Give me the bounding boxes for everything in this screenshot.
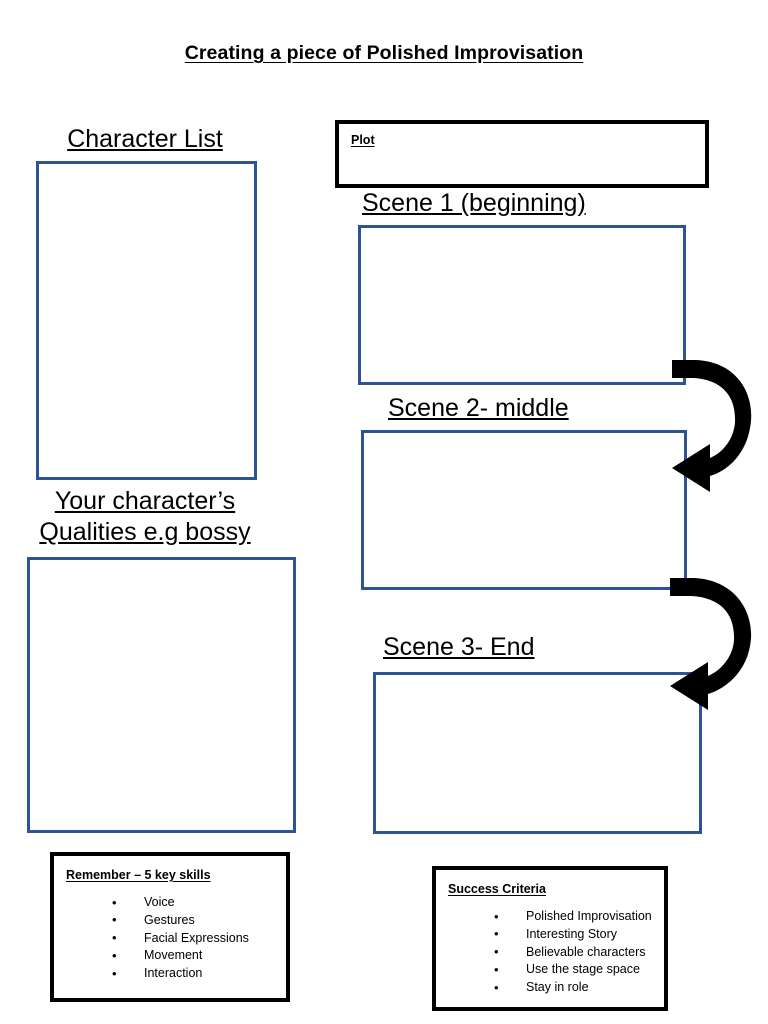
list-item: Facial Expressions	[112, 929, 286, 948]
list-item: Polished Improvisation	[494, 908, 664, 926]
scene-1-heading: Scene 1 (beginning)	[362, 189, 586, 217]
list-item: Voice	[112, 894, 286, 912]
remember-skills-list: Voice Gestures Facial Expressions Moveme…	[66, 894, 286, 983]
list-item: Movement	[112, 947, 286, 965]
success-criteria-title: Success Criteria	[448, 882, 546, 896]
list-item: Believable characters	[494, 943, 664, 962]
success-criteria-box: Success Criteria Polished Improvisation …	[432, 866, 668, 1011]
character-qualities-heading-line1: Your character’s	[54, 487, 236, 515]
scene-2-heading: Scene 2- middle	[388, 394, 569, 422]
plot-input-box[interactable]: Plot	[335, 120, 709, 188]
character-qualities-input-box[interactable]	[27, 557, 296, 833]
scene-3-input-box[interactable]	[373, 672, 702, 834]
list-item: Stay in role	[494, 979, 664, 997]
remember-box-content: Remember – 5 key skills Voice Gestures F…	[54, 856, 286, 983]
scene-3-heading: Scene 3- End	[383, 633, 535, 661]
page-title: Creating a piece of Polished Improvisati…	[184, 42, 584, 64]
plot-box-title: Plot	[351, 133, 375, 147]
remember-key-skills-box: Remember – 5 key skills Voice Gestures F…	[50, 852, 290, 1002]
character-list-input-box[interactable]	[36, 161, 257, 480]
scene-2-input-box[interactable]	[361, 430, 687, 590]
scene-1-input-box[interactable]	[358, 225, 686, 385]
character-qualities-heading: Your character’s Qualities e.g bossy	[0, 486, 290, 547]
list-item: Gestures	[112, 911, 286, 930]
character-list-heading: Character List	[67, 125, 223, 153]
success-criteria-list: Polished Improvisation Interesting Story…	[448, 908, 664, 997]
list-item: Interesting Story	[494, 925, 664, 944]
character-qualities-heading-line2: Qualities e.g bossy	[39, 517, 251, 546]
remember-box-title: Remember – 5 key skills	[66, 868, 211, 882]
list-item: Use the stage space	[494, 961, 664, 979]
success-criteria-content: Success Criteria Polished Improvisation …	[436, 870, 664, 997]
list-item: Interaction	[112, 965, 286, 983]
